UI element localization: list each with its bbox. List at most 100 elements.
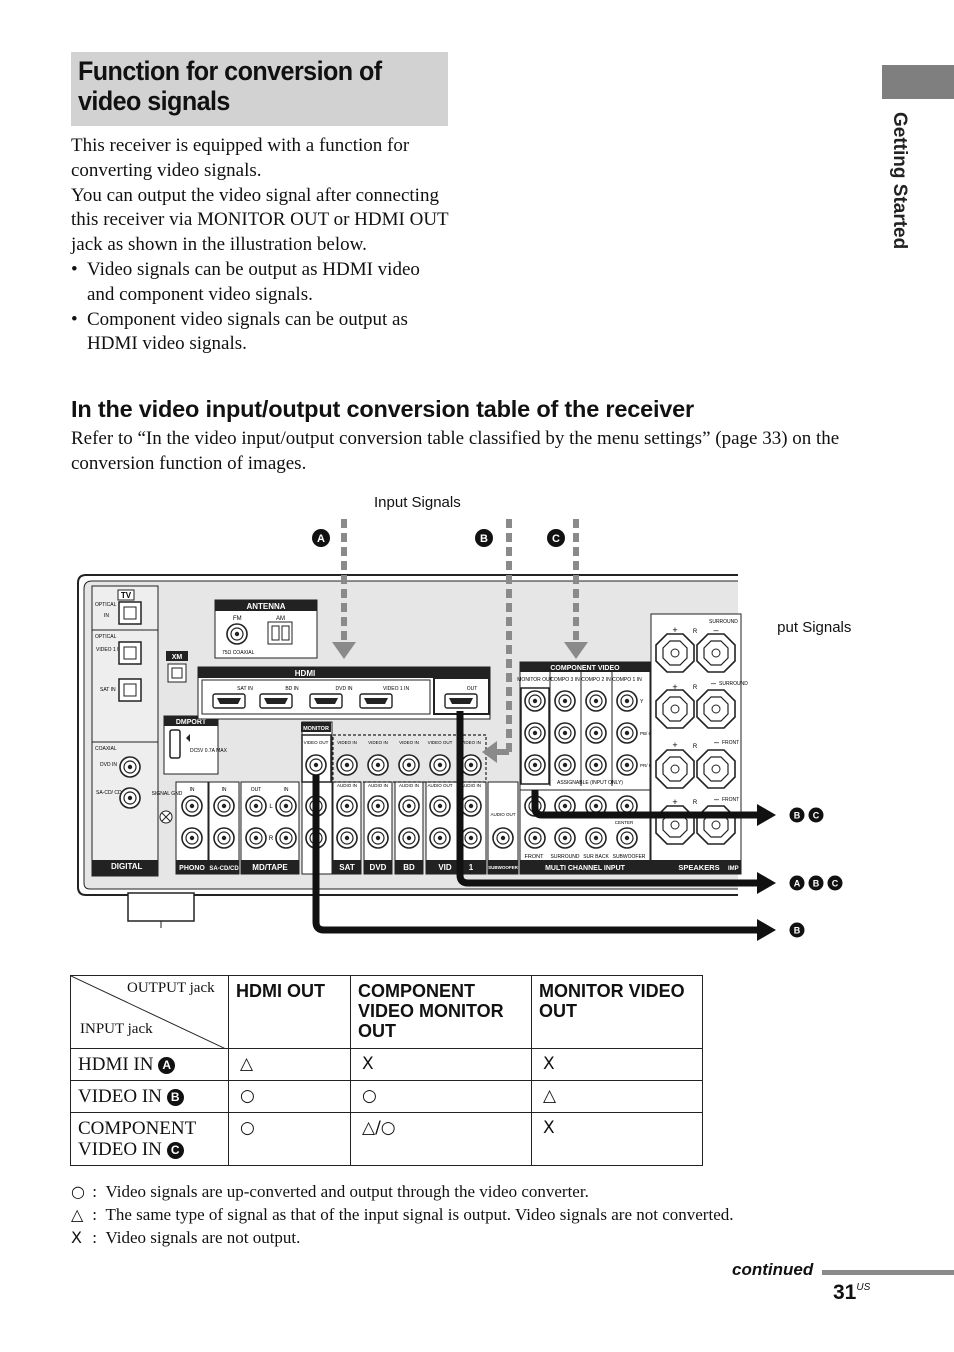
video-out-jack-video1[interactable] bbox=[429, 754, 451, 776]
mc-jack[interactable] bbox=[554, 827, 576, 849]
audio-jack[interactable] bbox=[398, 795, 420, 817]
r-label: R bbox=[693, 800, 698, 806]
sacd-in-label: SA-CD/ CD IN bbox=[96, 790, 128, 796]
md-out-jack-l[interactable] bbox=[245, 795, 267, 817]
comp-jack[interactable] bbox=[616, 690, 638, 712]
audio-jack[interactable] bbox=[460, 827, 482, 849]
bottom-label: DVD bbox=[370, 863, 387, 872]
section-title-box: Function for conversion of video signals bbox=[71, 52, 448, 126]
out-label: OUT bbox=[251, 787, 262, 793]
md-out-jack-r[interactable] bbox=[245, 827, 267, 849]
speaker-terminal[interactable] bbox=[655, 689, 695, 729]
in-label: IN bbox=[222, 787, 227, 793]
mc-jack[interactable] bbox=[616, 827, 638, 849]
comp-monitor-out-y[interactable] bbox=[524, 690, 546, 712]
optical-label: OPTICAL bbox=[95, 634, 117, 640]
column-header: COMPONENT VIDEO MONITOR OUT bbox=[350, 975, 532, 1049]
fm-jack[interactable] bbox=[226, 623, 248, 645]
center-label: CENTER bbox=[615, 820, 634, 825]
comp-header: COMPO 3 IN bbox=[550, 677, 580, 683]
audio-jack[interactable] bbox=[460, 795, 482, 817]
audio-jack[interactable] bbox=[336, 795, 358, 817]
monitor-video-out-jack[interactable] bbox=[305, 754, 327, 776]
audio-jack[interactable] bbox=[367, 795, 389, 817]
video-out-label: VIDEO OUT bbox=[304, 740, 329, 745]
marker-b bbox=[475, 529, 493, 547]
md-in-jack-l[interactable] bbox=[275, 795, 297, 817]
page-number: 31US bbox=[833, 1281, 870, 1305]
audio-jack[interactable] bbox=[398, 827, 420, 849]
corner-output-label: OUTPUT jack bbox=[127, 980, 215, 996]
subwoofer-out-jack[interactable] bbox=[492, 827, 514, 849]
fm-coaxial-label: 75Ω COAXIAL bbox=[222, 650, 255, 656]
coaxial-label: COAXIAL bbox=[95, 746, 117, 752]
speaker-terminal[interactable] bbox=[696, 689, 736, 729]
mc-jack[interactable] bbox=[524, 827, 546, 849]
phono-jack-r[interactable] bbox=[181, 827, 203, 849]
video-in-label: VIDEO IN bbox=[337, 740, 357, 745]
optical-jack-video1[interactable] bbox=[118, 641, 142, 665]
video-in-jack-bd[interactable] bbox=[398, 754, 420, 776]
comp-jack[interactable] bbox=[616, 722, 638, 744]
comp-jack[interactable] bbox=[554, 722, 576, 744]
video-in-jack-dvd[interactable] bbox=[367, 754, 389, 776]
speaker-terminal[interactable] bbox=[696, 633, 736, 673]
optical-jack-tv[interactable] bbox=[118, 601, 142, 625]
comp-monitor-out-pb[interactable] bbox=[524, 722, 546, 744]
hdmi-in-jack-bd[interactable] bbox=[259, 693, 293, 709]
hdmi-in-jack-sat[interactable] bbox=[212, 693, 246, 709]
sacd-jack-r[interactable] bbox=[213, 827, 235, 849]
output-cable-bc bbox=[531, 790, 758, 819]
bottom-label: BD bbox=[403, 863, 415, 872]
conversion-table: OUTPUT jack INPUT jack HDMI OUT COMPONEN… bbox=[70, 975, 703, 1166]
hdmi-out-jack[interactable] bbox=[444, 693, 478, 709]
video-in-jack-sat[interactable] bbox=[336, 754, 358, 776]
output-badge: B bbox=[813, 879, 820, 889]
audio-jack[interactable] bbox=[336, 827, 358, 849]
comp-jack[interactable] bbox=[585, 754, 607, 776]
coax-jack-dvd[interactable] bbox=[119, 756, 141, 778]
speaker-terminal[interactable] bbox=[696, 749, 736, 789]
phono-jack-l[interactable] bbox=[181, 795, 203, 817]
tv-label: TV bbox=[121, 591, 132, 600]
continued-bar bbox=[822, 1270, 954, 1275]
comp-jack[interactable] bbox=[554, 690, 576, 712]
video-in-label: VIDEO IN bbox=[368, 740, 388, 745]
hdmi-in-jack-dvd[interactable] bbox=[309, 693, 343, 709]
speaker-label: FRONT bbox=[722, 797, 739, 803]
plus-label: + bbox=[672, 682, 677, 692]
comp-jack[interactable] bbox=[585, 690, 607, 712]
sacd-jack-l[interactable] bbox=[213, 795, 235, 817]
speaker-terminal[interactable] bbox=[655, 633, 695, 673]
speaker-terminal[interactable] bbox=[655, 749, 695, 789]
video-in-label: VIDEO IN bbox=[399, 740, 419, 745]
comp-jack[interactable] bbox=[616, 754, 638, 776]
video-in-jack-video1[interactable] bbox=[460, 754, 482, 776]
dmport-label: DMPORT bbox=[176, 719, 207, 726]
video1-in-label: VIDEO 1 IN bbox=[96, 647, 123, 653]
coax-jack-sacd[interactable] bbox=[119, 787, 141, 809]
comp-jack[interactable] bbox=[554, 754, 576, 776]
audio-jack[interactable] bbox=[429, 795, 451, 817]
comp-jack[interactable] bbox=[585, 722, 607, 744]
in-label: IN bbox=[104, 613, 109, 619]
optical-jack-sat[interactable] bbox=[118, 678, 142, 702]
column-header: MONITOR VIDEO OUT bbox=[531, 975, 703, 1049]
comp-monitor-out-pr[interactable] bbox=[524, 754, 546, 776]
hdmi-jack-label: BD IN bbox=[285, 686, 299, 692]
bullet-item: •Video signals can be output as HDMI vid… bbox=[71, 258, 420, 305]
speaker-label: FRONT bbox=[722, 740, 739, 746]
r-label: R bbox=[693, 629, 698, 635]
side-tab-bar bbox=[882, 65, 954, 99]
subwoofer-label: SUBWOOFER bbox=[488, 865, 518, 870]
table-cell: X bbox=[531, 1048, 703, 1081]
table-row: VIDEO IN B ○ ○ △ bbox=[70, 1080, 703, 1113]
md-in-jack-r[interactable] bbox=[275, 827, 297, 849]
mc-jack[interactable] bbox=[585, 827, 607, 849]
video-out-label: VIDEO OUT bbox=[428, 740, 453, 745]
hdmi-in-jack-video1[interactable] bbox=[359, 693, 393, 709]
audio-jack[interactable] bbox=[429, 827, 451, 849]
audio-jack[interactable] bbox=[367, 827, 389, 849]
legend-text: Video signals are not output. bbox=[105, 1228, 301, 1247]
mc-label: SUR BACK bbox=[583, 854, 609, 860]
